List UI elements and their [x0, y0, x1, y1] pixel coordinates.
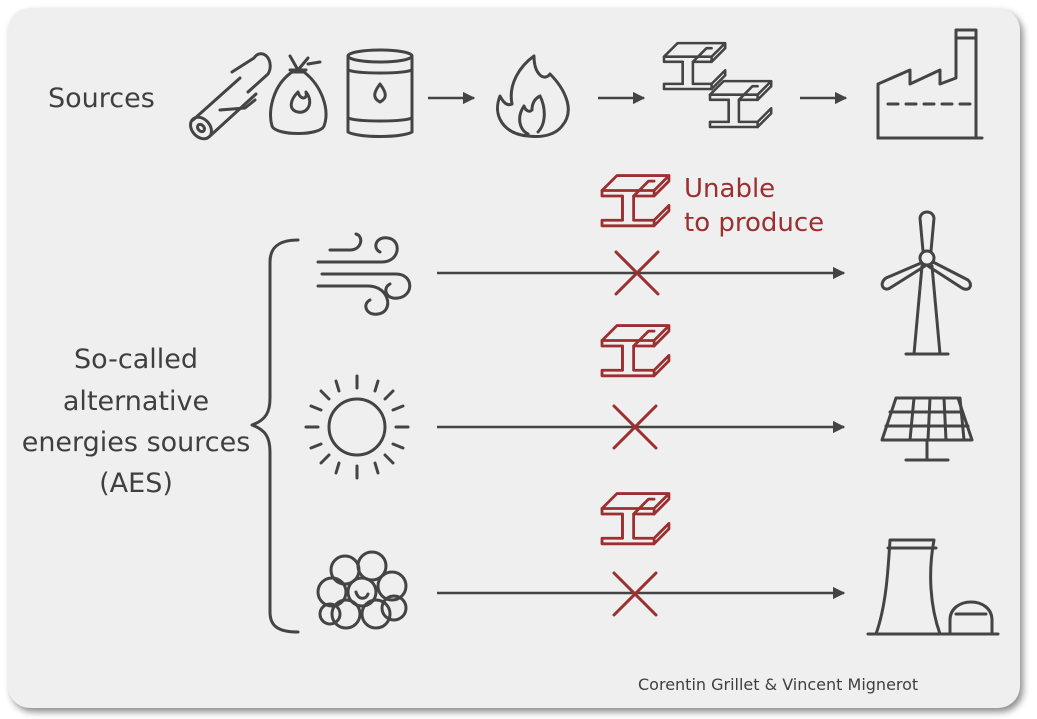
aes-label-line2: alternative — [63, 386, 209, 417]
aes-label-line1: So-called — [74, 344, 198, 375]
blocked-steel-3 — [600, 492, 671, 617]
red-cross-icon — [612, 404, 658, 450]
blocked-steel-1 — [600, 174, 671, 296]
wind-icon — [316, 232, 412, 316]
wind-turbine-icon — [880, 210, 972, 356]
diagram-card: Sources So-called — [8, 8, 1020, 708]
red-steel-beam-icon — [600, 492, 671, 546]
fire-icon — [496, 54, 570, 138]
red-cross-icon — [612, 571, 658, 617]
nuclear-plant-icon — [866, 538, 1000, 636]
red-cross-icon — [614, 250, 660, 296]
aes-label-line4: (AES) — [99, 468, 173, 499]
solar-panel-icon — [880, 396, 974, 462]
coal-bag-icon — [269, 54, 328, 135]
uranium-atoms-icon — [316, 550, 408, 630]
aes-label: So-called alternative energies sources (… — [22, 344, 251, 499]
blocked-steel-2 — [600, 324, 671, 450]
red-steel-beam-icon — [600, 324, 671, 378]
sources-label: Sources — [48, 83, 155, 114]
wood-logs-icon — [189, 52, 272, 141]
oil-barrel-icon — [346, 48, 414, 138]
unable-label-line1: Unable — [684, 174, 775, 204]
sun-icon — [304, 374, 410, 480]
aes-label-line3: energies sources — [22, 427, 251, 458]
red-steel-beam-icon — [600, 174, 671, 228]
credit-text: Corentin Grillet & Vincent Mignerot — [638, 675, 918, 694]
factory-icon — [876, 28, 984, 140]
curly-brace — [250, 238, 300, 634]
steel-beams-icon — [662, 41, 773, 129]
unable-label-line2: to produce — [684, 208, 824, 238]
